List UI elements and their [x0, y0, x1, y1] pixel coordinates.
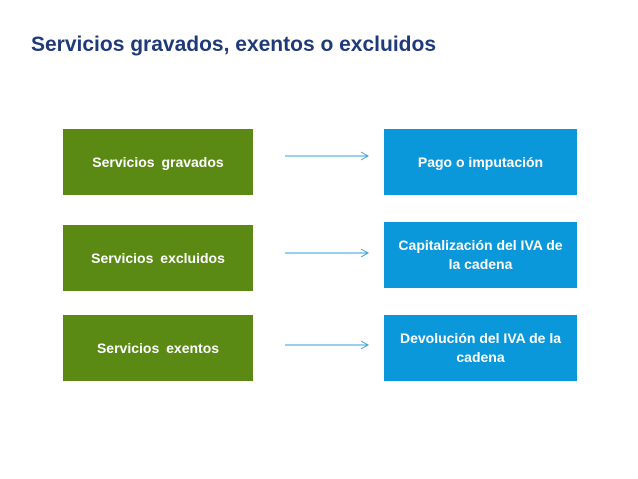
- page-title: Servicios gravados, exentos o excluidos: [31, 33, 436, 56]
- box-devolucion-iva: Devolución del IVA de la cadena: [384, 315, 577, 381]
- box-pago-imputacion: Pago o imputación: [384, 129, 577, 195]
- arrow-right-icon: [285, 248, 370, 258]
- arrow-right-icon: [285, 340, 370, 350]
- box-servicios-excluidos: Servicios excluidos: [63, 225, 253, 291]
- arrow-right-icon: [285, 151, 370, 161]
- box-servicios-exentos: Servicios exentos: [63, 315, 253, 381]
- box-servicios-gravados: Servicios gravados: [63, 129, 253, 195]
- box-capitalizacion-iva: Capitalización del IVA de la cadena: [384, 222, 577, 288]
